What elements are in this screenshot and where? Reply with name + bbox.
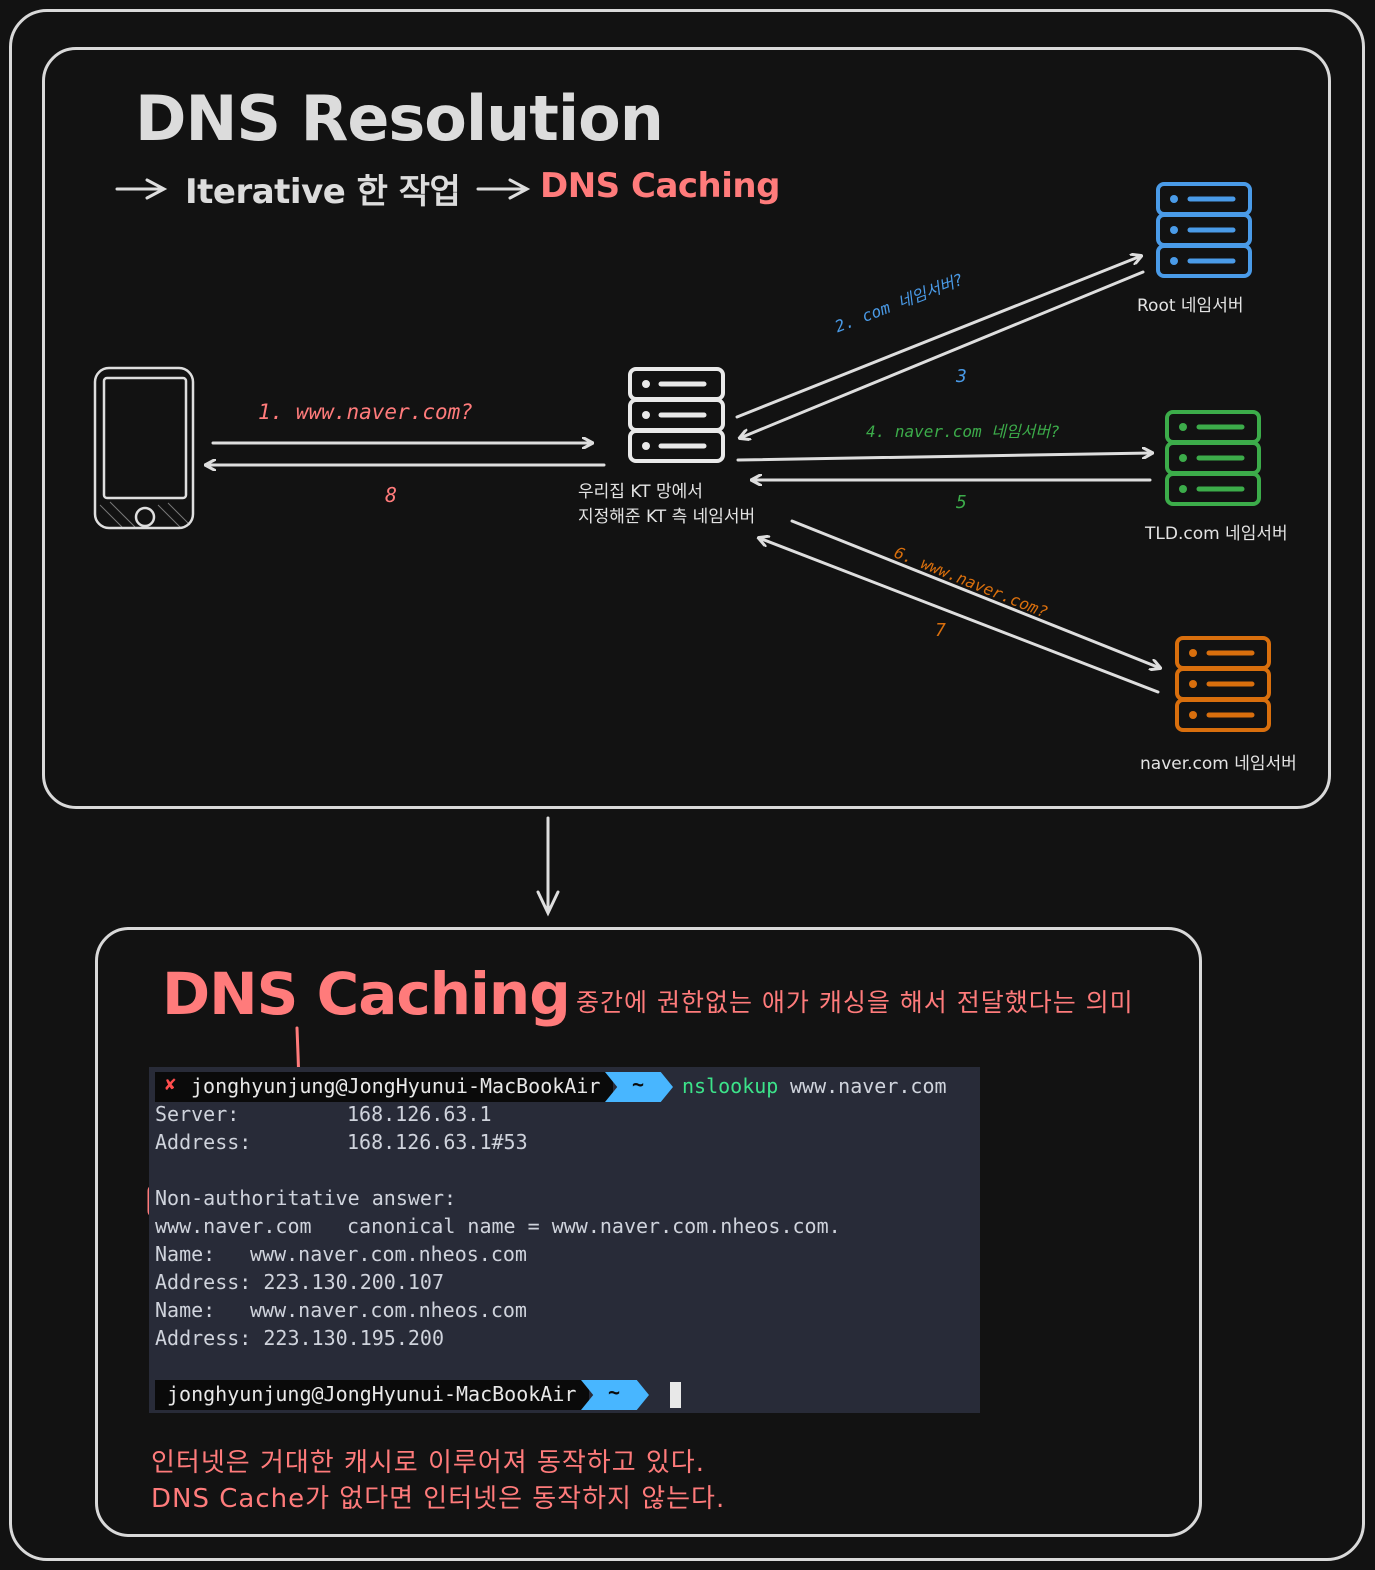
- prompt-2-dir: ~: [608, 1380, 621, 1404]
- query-arrows: [206, 256, 1160, 694]
- prompt-2-user: jonghyunjung@JongHyunui-MacBookAir: [167, 1382, 577, 1406]
- cname-host: www.naver.com: [155, 1214, 312, 1238]
- step-3-label: 3: [956, 366, 967, 387]
- cname-text: canonical name = www.naver.com.nheos.com…: [347, 1214, 841, 1238]
- local-nameserver-icon: [628, 367, 725, 463]
- name-2-label: Name:: [155, 1298, 216, 1322]
- dns-caching-panel: [95, 927, 1202, 1537]
- auth-server-label: naver.com 네임서버: [1140, 754, 1297, 774]
- note-line-2: DNS Cache가 없다면 인터넷은 동작하지 않는다.: [151, 1484, 726, 1514]
- address-2: Address: 223.130.195.200: [155, 1326, 444, 1350]
- non-authoritative-answer: Non-authoritative answer:: [155, 1186, 457, 1210]
- phone-icon: [93, 366, 195, 530]
- terminal-screenshot: ✘ jonghyunjung@JongHyunui-MacBookAir ~ n…: [149, 1067, 980, 1413]
- address-1: Address: 223.130.200.107: [155, 1270, 444, 1294]
- dns-resolution-title: DNS Resolution: [135, 82, 664, 155]
- name-2-value: www.naver.com.nheos.com: [250, 1298, 527, 1322]
- root-nameserver-icon: [1156, 182, 1252, 278]
- terminal-cursor: [670, 1382, 681, 1408]
- command-name: nslookup: [682, 1074, 779, 1098]
- root-server-label: Root 네임서버: [1137, 296, 1244, 316]
- server-value: 168.126.63.1: [347, 1102, 492, 1126]
- step-5-label: 5: [956, 492, 967, 513]
- auth-nameserver-icon: [1175, 636, 1271, 732]
- tld-nameserver-icon: [1165, 410, 1261, 506]
- dns-resolution-panel: [42, 47, 1331, 809]
- prompt-dir: ~: [632, 1072, 645, 1096]
- error-mark-icon: ✘: [165, 1074, 176, 1095]
- local-server-label-2: 지정해준 KT 측 네임서버: [578, 507, 756, 527]
- step-7-label: 7: [935, 620, 946, 641]
- server-label: Server:: [155, 1102, 240, 1126]
- prompt-2-user-segment: [155, 1380, 589, 1410]
- note-line-1: 인터넷은 거대한 캐시로 이루어져 동작하고 있다.: [151, 1448, 705, 1478]
- prompt-user: jonghyunjung@JongHyunui-MacBookAir: [191, 1074, 601, 1098]
- tld-server-label: TLD.com 네임서버: [1145, 524, 1288, 544]
- dns-caching-title: DNS Caching: [162, 960, 571, 1028]
- step-4-label: 4. naver.com 네임서버?: [866, 422, 1060, 441]
- name-1-value: www.naver.com.nheos.com: [250, 1242, 527, 1266]
- address-value: 168.126.63.1#53: [347, 1130, 528, 1154]
- dns-caching-description: 중간에 권한없는 애가 캐싱을 해서 전달했다는 의미: [576, 988, 1134, 1017]
- outer-frame: [9, 9, 1365, 1561]
- prompt-user-segment: [155, 1072, 613, 1102]
- step-1-label: 1. www.naver.com?: [258, 400, 473, 424]
- subtitle-arrow-1: [115, 178, 168, 200]
- subtitle-arrow-2: [476, 178, 531, 200]
- subtitle-iterative: Iterative 한 작업: [185, 172, 461, 212]
- local-server-label-1: 우리집 KT 망에서: [578, 482, 703, 502]
- address-label: Address:: [155, 1130, 252, 1154]
- bottom-note: 인터넷은 거대한 캐시로 이루어져 동작하고 있다. DNS Cache가 없다…: [151, 1445, 725, 1517]
- subtitle-dns-caching: DNS Caching: [540, 166, 780, 206]
- command-arg: www.naver.com: [790, 1074, 947, 1098]
- step-8-label: 8: [385, 483, 398, 507]
- name-1-label: Name:: [155, 1242, 216, 1266]
- down-arrow: [536, 816, 560, 917]
